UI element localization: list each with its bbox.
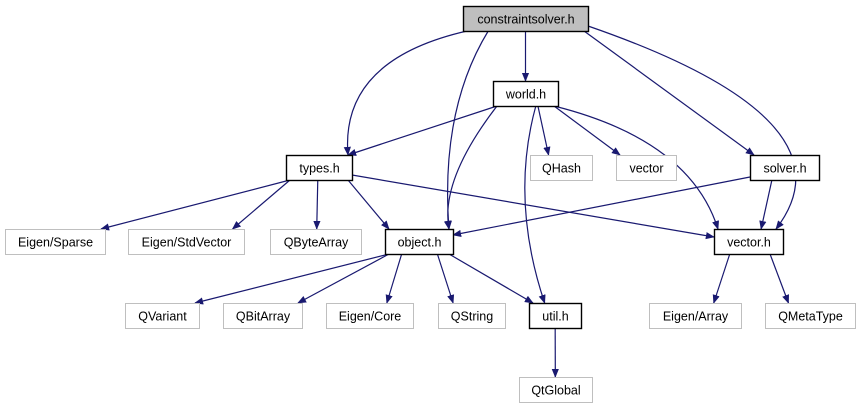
- node-box: [649, 303, 742, 329]
- node-label: QByteArray: [284, 236, 349, 250]
- edge-constraintsolver-solver: [583, 30, 755, 156]
- node-box: [438, 303, 506, 329]
- node-util[interactable]: util.h: [528, 302, 583, 330]
- node-qvariant: QVariant: [125, 303, 200, 329]
- edge-types-qbytearray: [313, 179, 321, 230]
- node-qstring: QString: [438, 303, 506, 329]
- node-qbitarray: QBitArray: [223, 303, 303, 329]
- node-box: [128, 229, 245, 255]
- node-label: solver.h: [763, 162, 806, 176]
- node-box: [616, 155, 677, 181]
- node-label: vector: [629, 162, 663, 176]
- node-box: [462, 5, 590, 33]
- node-label: Eigen/StdVector: [142, 236, 232, 250]
- node-label: Eigen/Array: [663, 310, 729, 324]
- edge-constraintsolver-types: [343, 30, 468, 156]
- edge-object-eigen_core: [385, 253, 403, 304]
- node-qmetatype: QMetaType: [765, 303, 856, 329]
- edge-world-util: [524, 105, 546, 304]
- node-box: [492, 80, 560, 108]
- edge-object-util: [448, 253, 534, 304]
- node-box: [326, 303, 414, 329]
- node-label: Eigen/Core: [339, 310, 402, 324]
- node-eigen_core: Eigen/Core: [326, 303, 414, 329]
- node-eigen_sparse: Eigen/Sparse: [5, 229, 106, 255]
- node-label: constraintsolver.h: [477, 13, 574, 27]
- edge-world-qhash: [537, 105, 551, 156]
- node-world[interactable]: world.h: [492, 80, 560, 108]
- edge-vectorh-eigen_array: [712, 253, 731, 304]
- node-qhash: QHash: [530, 155, 593, 181]
- node-box: [223, 303, 303, 329]
- node-eigen_array: Eigen/Array: [649, 303, 742, 329]
- edge-constraintsolver-vectorh: [587, 25, 797, 230]
- node-qtglobal: QtGlobal: [519, 377, 593, 403]
- node-box: [765, 303, 856, 329]
- node-box: [519, 377, 593, 403]
- node-label: types.h: [299, 162, 339, 176]
- node-types[interactable]: types.h: [285, 154, 354, 182]
- node-box: [5, 229, 106, 255]
- node-box: [528, 302, 583, 330]
- edge-types-eigen_sparse: [100, 179, 291, 231]
- node-label: QMetaType: [778, 310, 843, 324]
- node-box: [285, 154, 354, 182]
- edge-types-vectorh: [351, 174, 715, 240]
- node-eigen_stdvector: Eigen/StdVector: [128, 229, 245, 255]
- node-label: world.h: [505, 88, 546, 102]
- node-box: [713, 228, 785, 256]
- node-solver[interactable]: solver.h: [749, 154, 821, 182]
- node-label: Eigen/Sparse: [18, 236, 93, 250]
- node-label: QString: [451, 310, 493, 324]
- edge-world-types: [347, 105, 498, 156]
- node-label: QtGlobal: [531, 384, 580, 398]
- node-label: object.h: [398, 236, 442, 250]
- node-box: [749, 154, 821, 182]
- node-label: vector.h: [727, 236, 771, 250]
- edge-solver-vectorh: [759, 179, 773, 230]
- node-box: [270, 229, 362, 255]
- node-constraintsolver[interactable]: constraintsolver.h: [462, 5, 590, 33]
- edge-object-qvariant: [194, 253, 390, 305]
- node-label: util.h: [542, 310, 568, 324]
- edge-object-qbitarray: [297, 253, 390, 304]
- node-object[interactable]: object.h: [384, 228, 455, 256]
- edge-world-vector_std: [553, 105, 621, 156]
- edge-solver-object: [452, 176, 751, 237]
- edge-vectorh-qmetatype: [769, 253, 790, 304]
- node-box: [530, 155, 593, 181]
- edge-world-object: [444, 105, 498, 230]
- node-label: QHash: [542, 162, 581, 176]
- node-label: QBitArray: [236, 310, 291, 324]
- edge-types-eigen_stdvector: [231, 179, 291, 230]
- node-qbytearray: QByteArray: [270, 229, 362, 255]
- edge-constraintsolver-object: [444, 30, 489, 230]
- node-vector_std: vector: [616, 155, 677, 181]
- node-box: [384, 228, 455, 256]
- edge-object-qstring: [436, 253, 455, 304]
- node-label: QVariant: [138, 310, 187, 324]
- edge-world-vectorh: [553, 105, 719, 230]
- edge-types-object: [347, 179, 390, 230]
- node-box: [125, 303, 200, 329]
- node-vectorh[interactable]: vector.h: [713, 228, 785, 256]
